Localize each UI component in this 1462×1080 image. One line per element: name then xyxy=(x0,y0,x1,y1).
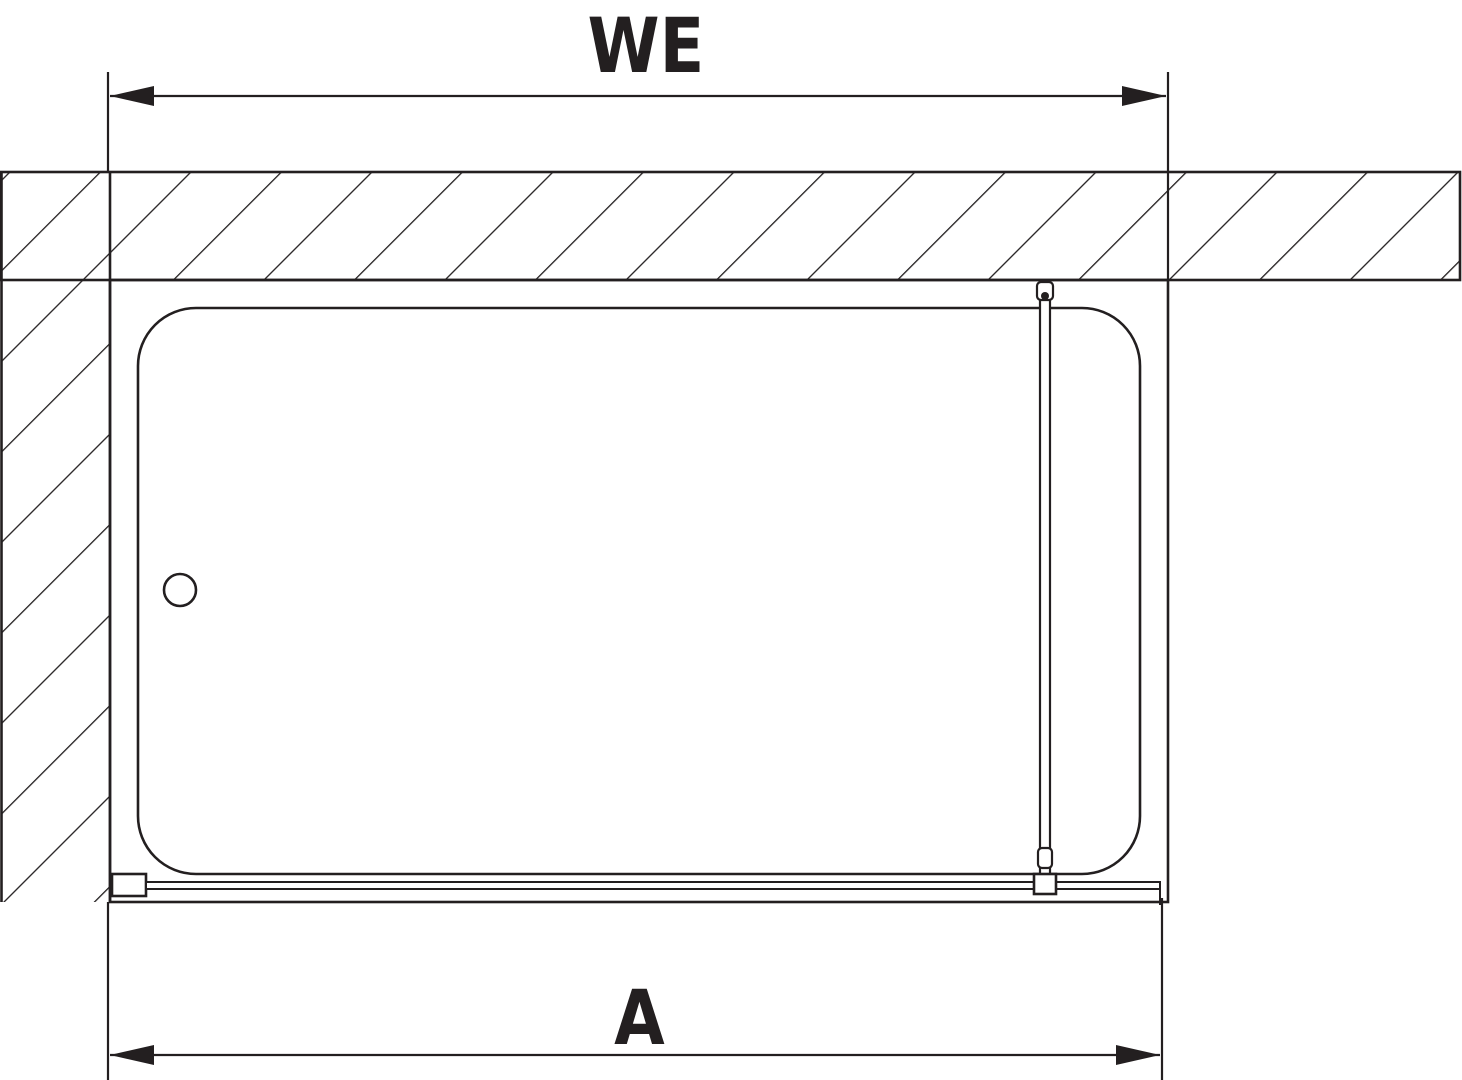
back-wall xyxy=(0,170,1462,282)
glass-panel xyxy=(145,881,1161,890)
stabilizer-glass-clamp xyxy=(1032,872,1058,896)
arrowhead-right-icon xyxy=(1122,86,1166,106)
arrowhead-left-icon xyxy=(110,86,154,106)
side-wall xyxy=(0,172,112,902)
arrowhead-right-icon xyxy=(1116,1045,1160,1065)
dimension-a xyxy=(106,898,1164,1080)
glass-screen xyxy=(110,872,1161,905)
arrowhead-left-icon xyxy=(110,1045,154,1065)
dimension-label-a: A xyxy=(614,973,665,1062)
dimension-label-we: WE xyxy=(587,1,705,90)
drain-icon xyxy=(162,572,198,608)
bathtub-rim xyxy=(108,278,1170,904)
wall-profile xyxy=(110,872,148,898)
bathtub xyxy=(108,278,1170,904)
dimension-we xyxy=(106,72,1170,280)
bathtub-basin xyxy=(136,306,1142,876)
stabilizer-bar xyxy=(1032,280,1058,896)
